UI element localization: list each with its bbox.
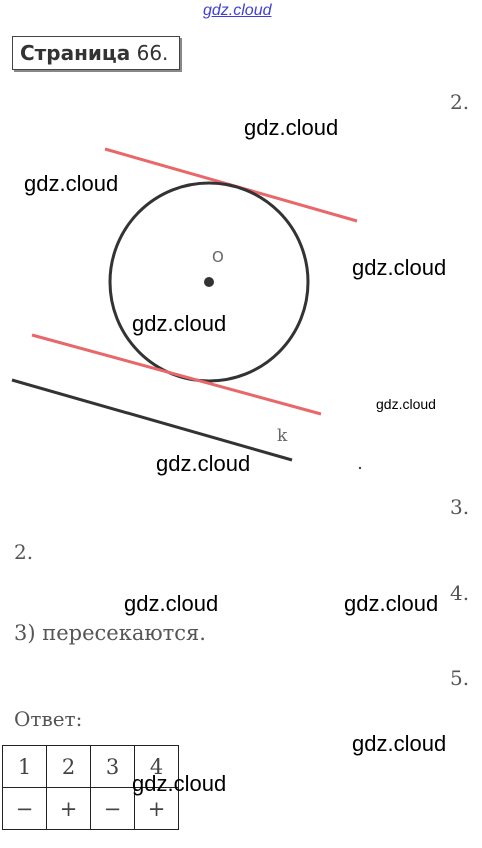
table-header-cell: 3	[90, 745, 135, 788]
table-row: − + − +	[2, 787, 179, 830]
task-number-2: 2.	[450, 90, 470, 114]
watermark: gdz.cloud	[156, 451, 251, 476]
watermark: gdz.cloud	[244, 115, 339, 140]
table-value-cell: +	[134, 787, 179, 830]
tangent-line-lower	[31, 333, 322, 416]
center-label: O	[212, 248, 224, 266]
task-number-4: 4.	[450, 581, 470, 605]
page-title-number: 66.	[136, 41, 169, 65]
line-k-label: k	[277, 426, 288, 446]
site-link[interactable]: gdz.cloud	[203, 2, 272, 19]
watermark: gdz.cloud	[132, 311, 227, 336]
table-value-cell: +	[46, 787, 91, 830]
circle	[108, 181, 310, 383]
task-number-3: 3.	[450, 495, 470, 519]
table-value-cell: −	[90, 787, 135, 830]
answer-table: 1 2 3 4 − + − +	[2, 745, 179, 830]
table-header-cell: 2	[46, 745, 91, 788]
table-header-cell: 4	[134, 745, 179, 788]
answer-number-2: 2.	[14, 540, 34, 564]
table-value-cell: −	[2, 787, 47, 830]
task-number-5: 5.	[450, 666, 470, 690]
watermark: gdz.cloud	[124, 591, 219, 616]
watermark: gdz.cloud	[24, 171, 119, 196]
geometry-figure: O k	[11, 147, 362, 470]
answer-statement: 3) пересекаются.	[14, 621, 206, 645]
page-title-word: Страница	[20, 41, 131, 65]
line-k	[11, 378, 293, 462]
watermark: gdz.cloud	[352, 255, 447, 280]
table-row: 1 2 3 4	[2, 745, 179, 788]
watermark: gdz.cloud	[132, 771, 227, 796]
dot-mark	[358, 466, 362, 470]
center-point	[204, 277, 214, 287]
answer-label: Ответ:	[14, 707, 83, 731]
table-header-cell: 1	[2, 745, 47, 788]
watermark: gdz.cloud	[344, 591, 439, 616]
watermark: gdz.cloud	[352, 731, 447, 756]
watermark: gdz.cloud	[376, 396, 436, 412]
page-title: Страница 66.	[12, 36, 180, 70]
